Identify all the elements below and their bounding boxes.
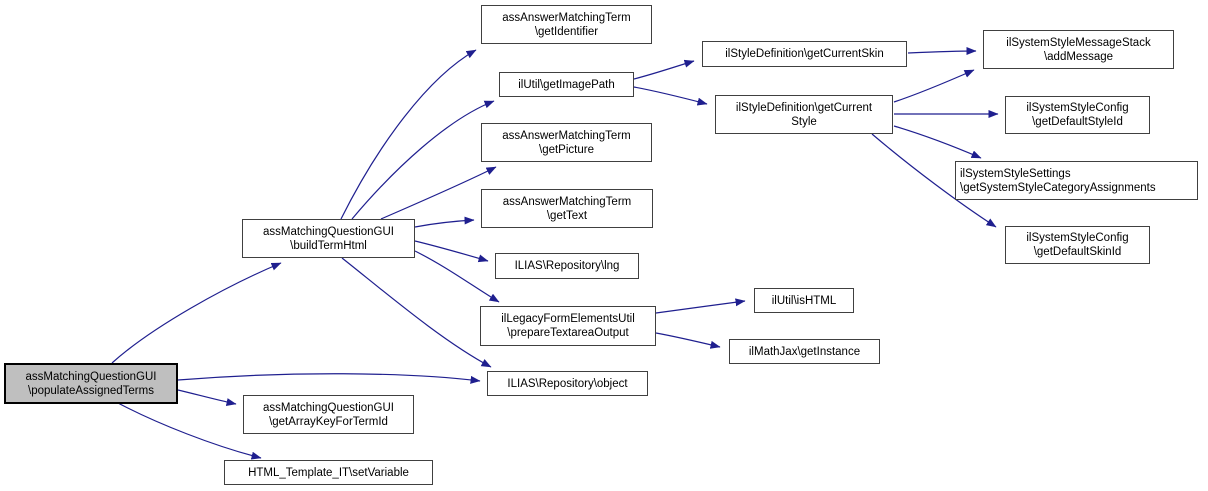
node-label: ilSystemStyleConfig bbox=[1026, 102, 1129, 114]
edge-populate-assigned-terms--set-variable bbox=[117, 402, 262, 460]
node-label: ilUtil\isHTML bbox=[771, 294, 837, 307]
edge-build-term-html--repository-object bbox=[341, 257, 492, 368]
edge-get-image-path--get-current-skin bbox=[633, 59, 695, 80]
edge-populate-assigned-terms--repository-object bbox=[177, 373, 481, 384]
edge-get-current-skin--add-message bbox=[907, 47, 977, 56]
node-label: ilMathJax\getInstance bbox=[748, 345, 861, 358]
node-get-array-key-for-term-id[interactable]: assMatchingQuestionGUI\getArrayKeyForTer… bbox=[243, 395, 414, 434]
node-label: Style bbox=[791, 115, 817, 128]
node-get-default-skin-id[interactable]: ilSystemStyleConfig \getDefaultSkinId bbox=[1005, 226, 1150, 264]
node-build-term-html[interactable]: assMatchingQuestionGUI\buildTermHtml bbox=[242, 219, 415, 258]
node-is-html[interactable]: ilUtil\isHTML bbox=[754, 288, 854, 313]
edge-get-image-path--get-current-style bbox=[633, 86, 708, 106]
node-get-image-path[interactable]: ilUtil\getImagePath bbox=[499, 72, 634, 97]
node-get-text[interactable]: assAnswerMatchingTerm\getText bbox=[481, 189, 653, 228]
node-set-variable[interactable]: HTML_Template_IT\setVariable bbox=[224, 460, 433, 485]
node-label: \populateAssignedTerms bbox=[28, 384, 154, 397]
edge-build-term-html--get-text bbox=[414, 216, 475, 228]
node-label: HTML_Template_IT\setVariable bbox=[248, 466, 409, 479]
edge-populate-assigned-terms--build-term-html bbox=[111, 262, 282, 364]
node-prepare-textarea-output[interactable]: ilLegacyFormElementsUtil \prepareTextarea… bbox=[480, 306, 656, 346]
edge-get-current-style--get-default-skin-id bbox=[871, 133, 997, 228]
edge-build-term-html--get-picture bbox=[380, 166, 497, 220]
edge-build-term-html--get-identifier bbox=[340, 49, 477, 220]
edge-get-current-style--get-system-style-category-assignments bbox=[893, 125, 982, 159]
node-get-current-skin[interactable]: ilStyleDefinition\getCurrentSkin bbox=[702, 41, 907, 67]
node-repository-object[interactable]: ILIAS\Repository\object bbox=[487, 371, 648, 396]
node-label: assAnswerMatchingTerm bbox=[502, 129, 631, 142]
node-get-default-style-id[interactable]: ilSystemStyleConfig \getDefaultStyleId bbox=[1005, 96, 1150, 134]
node-add-message[interactable]: ilSystemStyleMessageStack\addMessage bbox=[983, 30, 1174, 69]
node-label: ilStyleDefinition\getCurrent bbox=[735, 101, 873, 114]
node-get-picture[interactable]: assAnswerMatchingTerm\getPicture bbox=[481, 123, 652, 162]
edge-prepare-textarea-output--mathjax-get-instance bbox=[655, 332, 721, 349]
node-label: ilSystemStyleConfig bbox=[1026, 232, 1129, 244]
node-label: ilLegacyFormElementsUtil bbox=[501, 313, 635, 325]
node-label: \getArrayKeyForTermId bbox=[269, 415, 388, 428]
node-label: assAnswerMatchingTerm bbox=[502, 195, 632, 208]
node-get-system-style-category-assignments[interactable]: ilSystemStyleSettings\getSystemStyleCate… bbox=[955, 161, 1198, 200]
node-populate-assigned-terms[interactable]: assMatchingQuestionGUI\populateAssignedT… bbox=[4, 363, 178, 404]
node-label: ilStyleDefinition\getCurrentSkin bbox=[725, 48, 884, 60]
node-label: assMatchingQuestionGUI bbox=[262, 401, 395, 414]
node-label: ilSystemStyleSettings bbox=[960, 167, 1071, 180]
node-label: \prepareTextareaOutput bbox=[507, 327, 629, 339]
edge-build-term-html--prepare-textarea-output bbox=[414, 250, 500, 303]
node-get-identifier[interactable]: assAnswerMatchingTerm\getIdentifier bbox=[481, 5, 652, 44]
edge-get-current-style--add-message bbox=[893, 69, 975, 103]
node-label: \getDefaultStyleId bbox=[1032, 116, 1123, 128]
node-label: ilSystemStyleMessageStack bbox=[1006, 36, 1151, 49]
node-repository-lng[interactable]: ILIAS\Repository\lng bbox=[495, 253, 639, 279]
node-label: ilUtil\getImagePath bbox=[518, 78, 615, 91]
node-label: assMatchingQuestionGUI bbox=[25, 370, 157, 383]
node-label: \getPicture bbox=[539, 143, 594, 156]
edge-populate-assigned-terms--get-array-key-for-term-id bbox=[177, 389, 237, 406]
node-label: ILIAS\Repository\lng bbox=[514, 260, 620, 272]
node-label: assMatchingQuestionGUI bbox=[262, 225, 395, 238]
node-label: \addMessage bbox=[1043, 50, 1114, 63]
edge-prepare-textarea-output--is-html bbox=[655, 298, 746, 314]
node-label: \getText bbox=[546, 209, 588, 222]
node-label: ILIAS\Repository\object bbox=[507, 377, 628, 390]
node-label: \getIdentifier bbox=[534, 25, 599, 38]
node-label: \getSystemStyleCategoryAssignments bbox=[960, 181, 1156, 194]
node-label: \getDefaultSkinId bbox=[1033, 246, 1122, 258]
edge-build-term-html--repository-lng bbox=[414, 240, 489, 263]
node-label: assAnswerMatchingTerm bbox=[502, 11, 631, 24]
node-label: \buildTermHtml bbox=[290, 239, 367, 252]
node-mathjax-get-instance[interactable]: ilMathJax\getInstance bbox=[729, 339, 880, 364]
edge-build-term-html--get-image-path bbox=[351, 100, 495, 220]
